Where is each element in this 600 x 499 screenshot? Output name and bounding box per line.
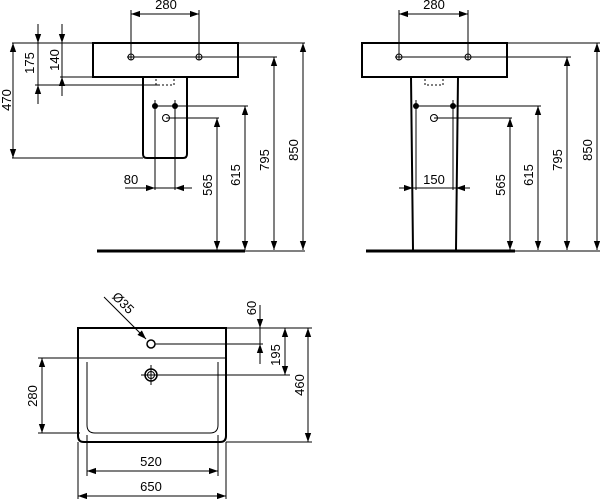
label-565-right: 565 (493, 174, 508, 196)
label-175: 175 (22, 52, 37, 74)
label-650: 650 (140, 479, 162, 494)
label-280-plan: 280 (25, 385, 40, 407)
label-470: 470 (0, 89, 14, 111)
waste-outlet-hidden (424, 76, 444, 86)
waste-outlet (141, 365, 161, 385)
label-850-right: 850 (580, 139, 595, 161)
label-615-right: 615 (521, 164, 536, 186)
label-60: 60 (244, 301, 259, 315)
label-795-right: 795 (550, 149, 565, 171)
tap-hole (146, 339, 156, 349)
label-615-left: 615 (228, 164, 243, 186)
basin-outer-outline (77, 327, 227, 443)
pedestal-outline (410, 76, 459, 251)
label-195: 195 (268, 344, 283, 366)
waste-outlet-hidden (155, 76, 175, 86)
side-view-half-pedestal: 280 175 140 470 80 565 615 795 850 (0, 0, 307, 253)
label-850-left: 850 (286, 139, 301, 161)
plan-view: Ø35 60 195 460 280 520 650 (25, 289, 312, 499)
label-565-left: 565 (200, 174, 215, 196)
basin-side-outline (361, 42, 508, 78)
label-diameter-35: Ø35 (109, 289, 137, 317)
basin-side-outline (92, 42, 239, 78)
half-pedestal-outline (142, 77, 188, 159)
label-150: 150 (423, 172, 445, 187)
label-140: 140 (47, 49, 62, 71)
label-80: 80 (124, 172, 138, 187)
bowl-outline (86, 362, 219, 434)
label-280-left: 280 (155, 0, 177, 12)
label-280-right: 280 (423, 0, 445, 12)
label-520: 520 (140, 454, 162, 469)
label-795-left: 795 (257, 149, 272, 171)
label-460: 460 (292, 374, 307, 396)
diameter-leader (103, 296, 147, 340)
side-view-full-pedestal: 280 150 565 615 795 850 (361, 0, 600, 253)
